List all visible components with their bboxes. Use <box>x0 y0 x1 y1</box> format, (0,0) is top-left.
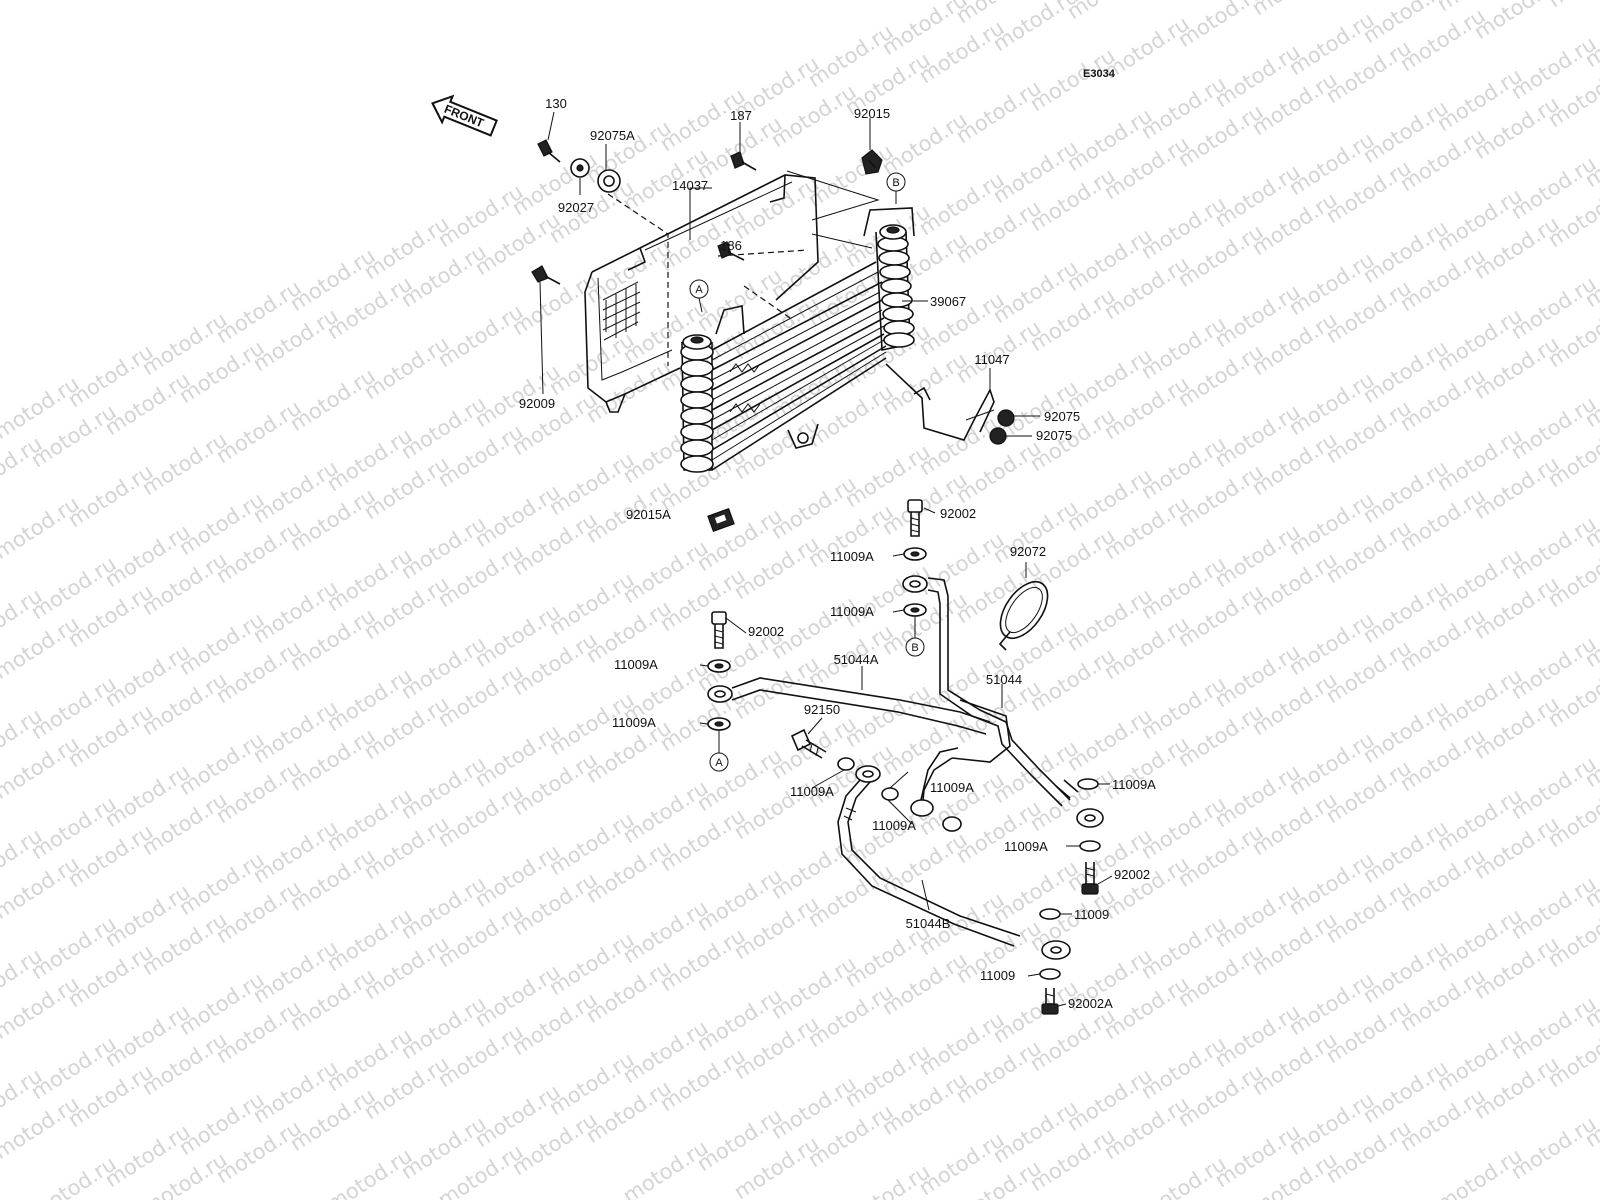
label-11009A-2: 11009A <box>830 604 874 619</box>
watermark-text: motod.ru <box>64 460 158 533</box>
front-arrow-icon: FRONT <box>431 94 498 137</box>
bolt-187 <box>730 151 757 171</box>
cooler-bracket <box>885 363 995 441</box>
label-130: 130 <box>545 96 567 111</box>
bolt-186 <box>717 241 745 261</box>
washer-11009-1 <box>1039 908 1061 920</box>
label-11009A-9: 11009A <box>1004 839 1048 854</box>
label-92075A: 92075A <box>590 128 635 143</box>
svg-text:A: A <box>695 284 703 296</box>
label-92075-lower: 92075 <box>1036 428 1072 443</box>
union-bolt-stack-b <box>902 499 928 617</box>
label-92015: 92015 <box>854 106 890 121</box>
label-11009A-4: 11009A <box>612 715 656 730</box>
watermark-text: motod.ru <box>804 140 898 213</box>
watermark-text: motod.ru <box>878 108 972 181</box>
watermark-text: motod.ru <box>1063 0 1157 24</box>
watermark-text: motod.ru <box>1470 0 1564 44</box>
union-bolt-92002a <box>1041 988 1059 1015</box>
collar-92027 <box>570 158 590 178</box>
watermark-text: motod.ru <box>434 300 528 373</box>
label-11009A-7: 11009A <box>872 818 916 833</box>
front-arrow-label: FRONT <box>442 102 486 131</box>
washer-11009-2 <box>1039 968 1061 980</box>
hose-51044b <box>847 781 1021 937</box>
label-51044: 51044 <box>986 672 1022 687</box>
bolt-92150 <box>790 728 827 759</box>
watermark-text: motod.ru <box>1248 0 1342 20</box>
washer-11009a-mid <box>881 787 899 801</box>
nut-92075-upper <box>997 409 1015 427</box>
label-186: 186 <box>720 238 742 253</box>
label-11009-1: 11009 <box>1074 907 1109 922</box>
label-14037: 14037 <box>672 178 708 193</box>
union-bolt-92002-right <box>1081 862 1099 895</box>
label-39067: 39067 <box>930 294 966 309</box>
leader-lines <box>539 111 1113 1007</box>
watermark-text: motod.ru <box>1507 1112 1600 1185</box>
watermark-text: motod.ru <box>952 76 1046 149</box>
ref-a-cooler: A <box>689 279 709 299</box>
label-92002A: 92002A <box>1068 996 1113 1011</box>
hose-51044a <box>731 677 991 723</box>
label-11009-2: 11009 <box>980 968 1015 983</box>
svg-text:A: A <box>715 757 723 769</box>
watermark-text: motod.ru <box>0 492 84 565</box>
ref-a-hose: A <box>709 752 729 772</box>
watermark-text: motod.ru <box>360 332 454 405</box>
washer-11009a-left <box>837 757 855 771</box>
svg-text:B: B <box>911 642 918 654</box>
label-51044A: 51044A <box>834 652 879 667</box>
watermark-text: motod.ru <box>508 268 602 341</box>
part-labels: 130 92075A 92027 187 92015 14037 186 390… <box>519 96 1156 1011</box>
washer-11009a-r2 <box>1079 840 1101 852</box>
label-11009A-8: 11009A <box>1112 777 1156 792</box>
oil-cooler-assembly <box>531 139 1015 533</box>
watermark-text: motod.ru <box>212 396 306 469</box>
clip-92015 <box>861 149 883 175</box>
bolt-92009 <box>531 265 561 285</box>
label-187: 187 <box>730 108 752 123</box>
hose-band-92072 <box>998 581 1049 651</box>
sheet-code: E3034 <box>1083 68 1116 80</box>
label-92075-upper: 92075 <box>1044 409 1080 424</box>
cooler-coil-left <box>680 334 714 473</box>
clip-92015A <box>707 507 735 533</box>
cooler-coil-right <box>877 224 915 348</box>
watermark-text: motod.ru <box>730 172 824 245</box>
hose-51044 <box>927 577 1071 801</box>
svg-text:B: B <box>892 177 899 189</box>
label-92150: 92150 <box>804 702 840 717</box>
washer-11009a-r1 <box>1077 778 1099 790</box>
watermark-text: motod.ru <box>619 1136 713 1200</box>
cooler-guard-frame <box>584 271 681 403</box>
watermark-text: motod.ru <box>1544 0 1600 12</box>
label-51044B: 51044B <box>906 916 951 931</box>
label-92002-right: 92002 <box>1114 867 1150 882</box>
watermark-text: motod.ru <box>138 428 232 501</box>
guard-mesh <box>602 281 641 341</box>
bolt-130 <box>537 139 561 163</box>
label-92002-top: 92002 <box>940 506 976 521</box>
label-92027: 92027 <box>558 200 594 215</box>
grommet-92075A <box>597 169 621 193</box>
label-11047: 11047 <box>974 352 1009 367</box>
label-11009A-5: 11009A <box>790 784 834 799</box>
label-92002-left: 92002 <box>748 624 784 639</box>
label-92015A: 92015A <box>626 507 671 522</box>
label-11009A-6: 11009A <box>930 780 974 795</box>
nut-92075-lower <box>989 427 1007 445</box>
washer-11009a-right <box>942 816 962 832</box>
label-11009A-1: 11009A <box>830 549 874 564</box>
label-11009A-3: 11009A <box>614 657 658 672</box>
oil-cooler-core <box>680 207 915 473</box>
watermark-text: motod.ru <box>286 364 380 437</box>
label-92072: 92072 <box>1010 544 1046 559</box>
label-92009: 92009 <box>519 396 555 411</box>
